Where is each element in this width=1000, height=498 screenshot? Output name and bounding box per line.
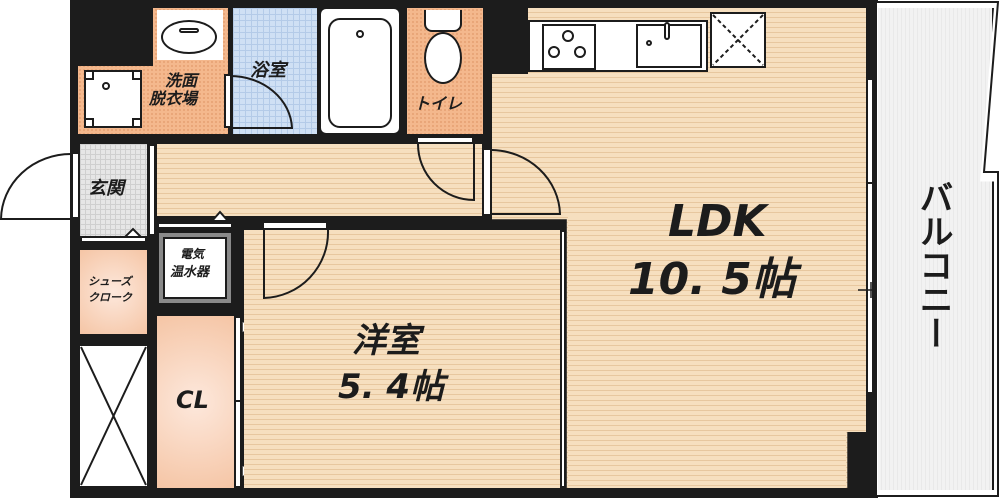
shoe-closet-label-2: クローク [88, 291, 132, 304]
hall-partition [148, 144, 156, 236]
washroom-label-1: 洗面 [165, 71, 198, 90]
water-heater [159, 233, 231, 303]
entrance [80, 144, 147, 236]
western-room [244, 230, 562, 488]
ldk-door[interactable] [482, 148, 492, 216]
ldk-size: 10. 5帖 [628, 254, 796, 305]
balcony-window[interactable] [866, 78, 874, 394]
western-room-size: 5. 4帖 [338, 367, 445, 407]
closet-label: CL [176, 386, 209, 414]
ldk-right [846, 216, 866, 432]
kitchen-counter [528, 20, 708, 72]
balcony [878, 8, 994, 490]
ldk-door-swing [491, 149, 562, 215]
closet-doors[interactable] [234, 316, 242, 488]
toilet-label: トイレ [414, 94, 463, 113]
bathtub [328, 18, 392, 128]
balcony-label: バルコニー [913, 180, 953, 350]
washing-machine-pan [84, 70, 142, 128]
western-room-partition [560, 230, 566, 488]
kitchen-sink [636, 22, 702, 68]
bathroom-label: 浴室 [250, 60, 286, 81]
shoe-closet-label-1: シューズ [88, 275, 132, 288]
vanity-sink [157, 10, 223, 60]
ldk-label: LDK [668, 196, 767, 247]
step-arrow-icon [209, 210, 231, 222]
water-heater-label-2: 温水器 [170, 265, 210, 280]
kitchen-wall [492, 8, 528, 74]
structural-void [78, 8, 150, 66]
toilet-door-swing [417, 143, 475, 202]
front-door[interactable] [71, 152, 80, 219]
drain-icon [356, 30, 364, 38]
entrance-label: 玄関 [88, 178, 124, 199]
hall-step [157, 222, 233, 229]
toilet-bowl [424, 32, 462, 84]
bathroom-door[interactable] [224, 74, 232, 128]
washroom-label-2: 脱衣場 [149, 89, 198, 108]
toilet [407, 8, 483, 134]
toilet-door[interactable] [416, 136, 474, 144]
front-door-swing [0, 153, 72, 220]
toilet-tank [424, 10, 462, 32]
stove [542, 24, 596, 70]
entrance-step [80, 236, 147, 243]
water-heater-label-1: 電気 [180, 247, 205, 261]
western-room-label: 洋室 [352, 321, 420, 361]
western-room-door-swing [263, 229, 330, 300]
refrigerator-cross [712, 14, 764, 66]
bathroom [233, 8, 317, 134]
western-room-door[interactable] [262, 221, 328, 230]
closet-door-divider [234, 400, 242, 402]
ldk-lower [568, 216, 846, 488]
window-divider [866, 182, 874, 184]
pipe-shaft-cross [80, 346, 147, 486]
shoe-closet [80, 250, 147, 334]
closet [157, 316, 234, 488]
bathroom-door-swing [229, 75, 294, 129]
hallway [157, 144, 482, 216]
step-arrow-icon [122, 227, 144, 238]
